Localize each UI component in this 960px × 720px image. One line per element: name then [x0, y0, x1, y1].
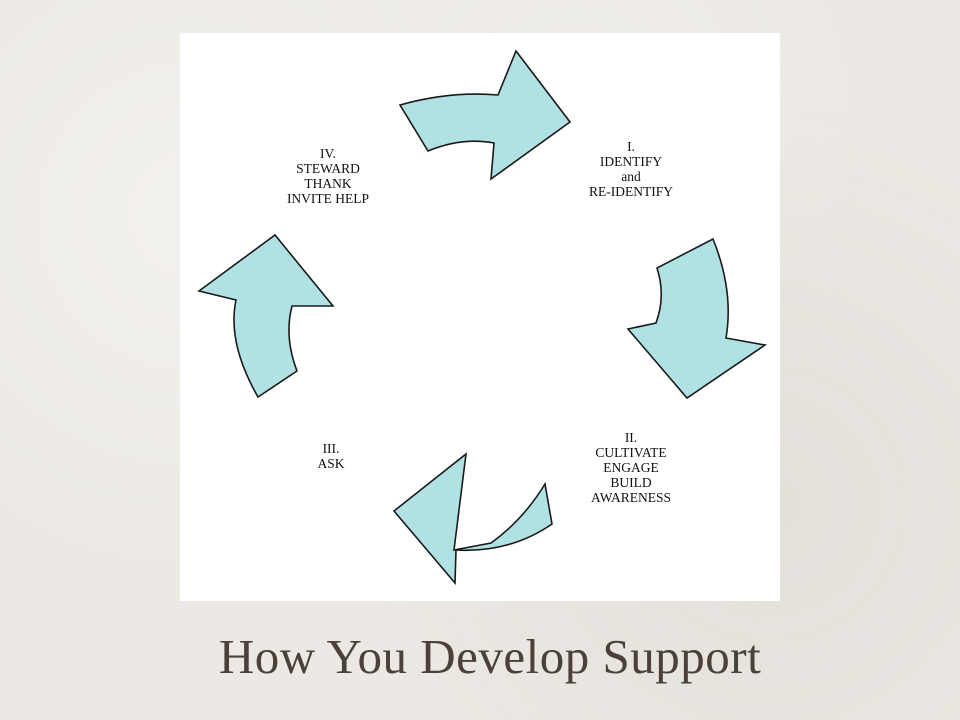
arrow-steward-icon: [197, 233, 335, 399]
stage-identify-line: IDENTIFY: [599, 154, 663, 169]
stage-cultivate-line: II.: [624, 430, 638, 445]
stage-ask-line: III.: [322, 441, 340, 456]
stage-ask-line: ASK: [317, 456, 345, 471]
stage-identify-label: I. IDENTIFY and RE-IDENTIFY: [556, 139, 706, 199]
cycle-arrows: [197, 49, 768, 586]
arrow-cultivate-icon: [626, 237, 768, 400]
stage-cultivate-line: ENGAGE: [603, 460, 659, 475]
stage-identify-line: RE-IDENTIFY: [589, 184, 673, 199]
stage-steward-label: IV. STEWARD THANK INVITE HELP: [258, 146, 398, 206]
cycle-diagram: I. IDENTIFY and RE-IDENTIFY II. CULTIVAT…: [180, 33, 780, 601]
stage-cultivate-line: BUILD: [610, 475, 652, 490]
stage-identify-line: I.: [627, 139, 635, 154]
stage-cultivate-label: II. CULTIVATE ENGAGE BUILD AWARENESS: [556, 430, 706, 505]
stage-steward-line: STEWARD: [296, 161, 360, 176]
stage-steward-line: IV.: [320, 146, 336, 161]
stage-identify-line: and: [621, 169, 641, 184]
stage-cultivate-line: AWARENESS: [591, 490, 671, 505]
stage-steward-line: INVITE HELP: [286, 191, 370, 206]
stage-cultivate-line: CULTIVATE: [595, 445, 667, 460]
stage-ask-label: III. ASK: [276, 441, 386, 471]
arrow-ask-icon: [392, 452, 553, 586]
slide-title: How You Develop Support: [218, 629, 762, 684]
stage-steward-line: THANK: [304, 176, 352, 191]
arrow-identify-icon: [398, 49, 572, 181]
